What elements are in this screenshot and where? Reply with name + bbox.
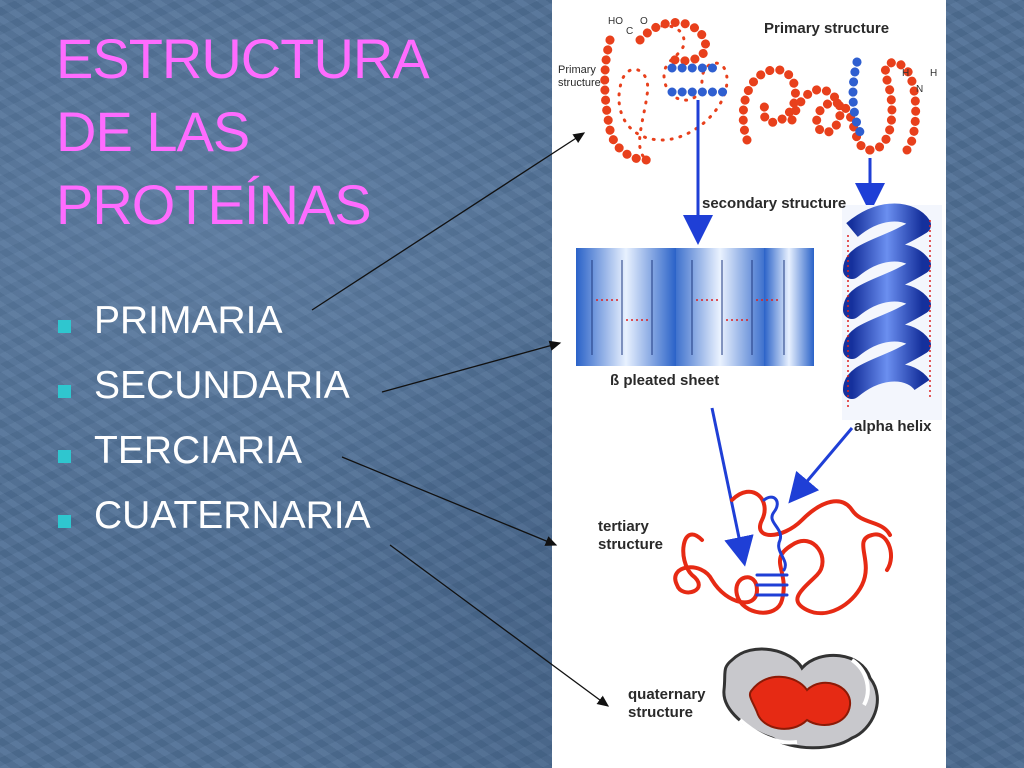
label-tertiary-structure: tertiary structure xyxy=(598,518,664,553)
chem-h2: H xyxy=(930,68,937,79)
label-alpha-helix: alpha helix xyxy=(854,418,932,435)
label-secondary-structure: secondary structure xyxy=(702,195,847,212)
square-bullet-icon xyxy=(58,515,71,528)
arrow-sheet-to-tertiary xyxy=(710,407,754,567)
title-line-2: DE LAS xyxy=(56,100,250,163)
arrow-terciaria xyxy=(341,456,558,546)
chem-labels: HO C O H H N xyxy=(608,16,937,95)
protein-illustration: HO C O H H N xyxy=(576,16,942,750)
bullet-label: SECUNDARIA xyxy=(94,364,350,407)
quaternary-structure xyxy=(722,647,879,750)
chem-o: O xyxy=(640,16,648,27)
label-beta-pleated-sheet: ß pleated sheet xyxy=(610,372,720,389)
slide-title: ESTRUCTURA DE LAS PROTEÍNAS xyxy=(56,22,430,241)
chem-h1: H xyxy=(902,68,909,79)
arrow-secundaria xyxy=(381,340,562,393)
arrow-helix-to-tertiary xyxy=(788,427,854,504)
square-bullet-icon xyxy=(58,320,71,333)
label-primary-structure-side: Primary structure xyxy=(558,64,601,89)
primary-chain xyxy=(600,18,921,165)
title-line-3: PROTEÍNAS xyxy=(56,173,372,236)
bullet-label: CUATERNARIA xyxy=(94,494,371,537)
label-quaternary-structure: quaternary structure xyxy=(628,686,706,721)
tertiary-structure xyxy=(673,489,893,616)
protein-structure-figure: HO C O H H N xyxy=(552,0,946,768)
title-line-1: ESTRUCTURA xyxy=(56,27,430,90)
bullet-label: PRIMARIA xyxy=(94,299,283,342)
bullet-label: TERCIARIA xyxy=(94,429,303,472)
square-bullet-icon xyxy=(58,385,71,398)
alpha-helix xyxy=(842,203,942,420)
beta-sheet xyxy=(576,248,814,366)
chem-ho: HO xyxy=(608,16,623,27)
label-primary-structure: Primary structure xyxy=(764,20,890,37)
chem-c: C xyxy=(626,26,633,37)
chem-n: N xyxy=(916,84,923,95)
primary-blue-segment xyxy=(667,57,869,145)
square-bullet-icon xyxy=(58,450,71,463)
